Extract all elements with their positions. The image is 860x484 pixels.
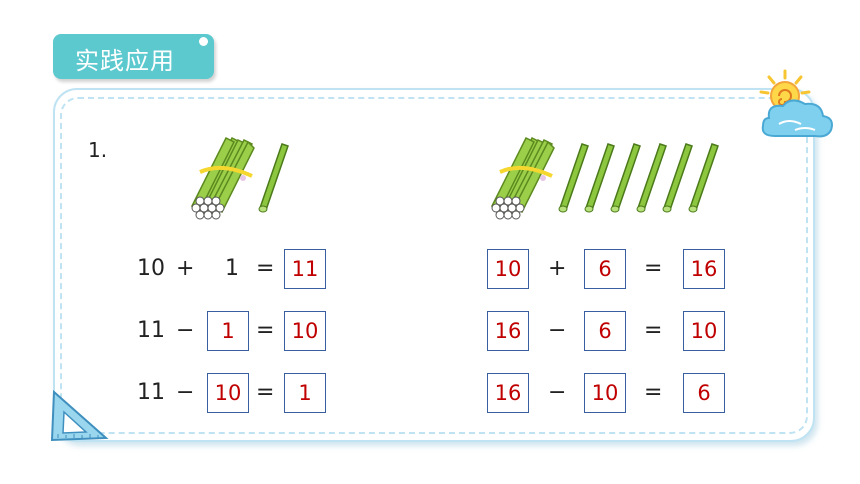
question-number: 1.: [88, 138, 108, 162]
single-stick-icon: [636, 143, 667, 213]
exercise-frame-dashed-border: [60, 97, 808, 434]
equation-equals: =: [644, 380, 663, 405]
equation-operator: −: [176, 380, 195, 405]
answer-box[interactable]: 11: [284, 249, 326, 289]
answer-box[interactable]: 16: [487, 373, 529, 413]
answer-box[interactable]: 10: [683, 311, 725, 351]
triangle-ruler-icon: [50, 389, 109, 442]
equation-equals: =: [644, 318, 663, 343]
equation-equals: =: [256, 256, 275, 281]
equation-operand: 10: [137, 256, 165, 281]
answer-box[interactable]: 1: [284, 373, 326, 413]
equation-equals: =: [644, 256, 663, 281]
equation-operator: −: [548, 318, 567, 343]
equation-operand: 11: [137, 380, 165, 405]
equation-operand: 1: [225, 256, 239, 281]
equation-operator: −: [548, 380, 567, 405]
equation-equals: =: [256, 318, 275, 343]
stick-bundle-icon: [190, 136, 255, 220]
answer-box[interactable]: 6: [584, 311, 626, 351]
answer-box[interactable]: 10: [487, 249, 529, 289]
equation-operator: −: [176, 318, 195, 343]
single-stick-icon: [610, 143, 641, 213]
equation-operand: 11: [137, 318, 165, 343]
answer-box[interactable]: 6: [584, 249, 626, 289]
section-tag-label: 实践应用: [75, 47, 175, 75]
equation-operator: +: [176, 256, 195, 281]
sun-cloud-icon: [759, 69, 833, 138]
tag-dot-icon: [199, 37, 208, 46]
stick-bundle-icon: [490, 136, 555, 220]
answer-box[interactable]: 6: [683, 373, 725, 413]
single-stick-icon: [584, 143, 615, 213]
equation-equals: =: [256, 380, 275, 405]
section-tag: 实践应用: [53, 34, 214, 79]
single-stick-icon: [258, 143, 289, 213]
single-stick-icon: [558, 143, 589, 213]
answer-box[interactable]: 16: [683, 249, 725, 289]
answer-box[interactable]: 10: [207, 373, 249, 413]
single-stick-icon: [688, 143, 719, 213]
answer-box[interactable]: 10: [284, 311, 326, 351]
single-stick-icon: [662, 143, 693, 213]
answer-box[interactable]: 1: [207, 311, 249, 351]
equation-operator: +: [548, 256, 567, 281]
answer-box[interactable]: 10: [584, 373, 626, 413]
answer-box[interactable]: 16: [487, 311, 529, 351]
